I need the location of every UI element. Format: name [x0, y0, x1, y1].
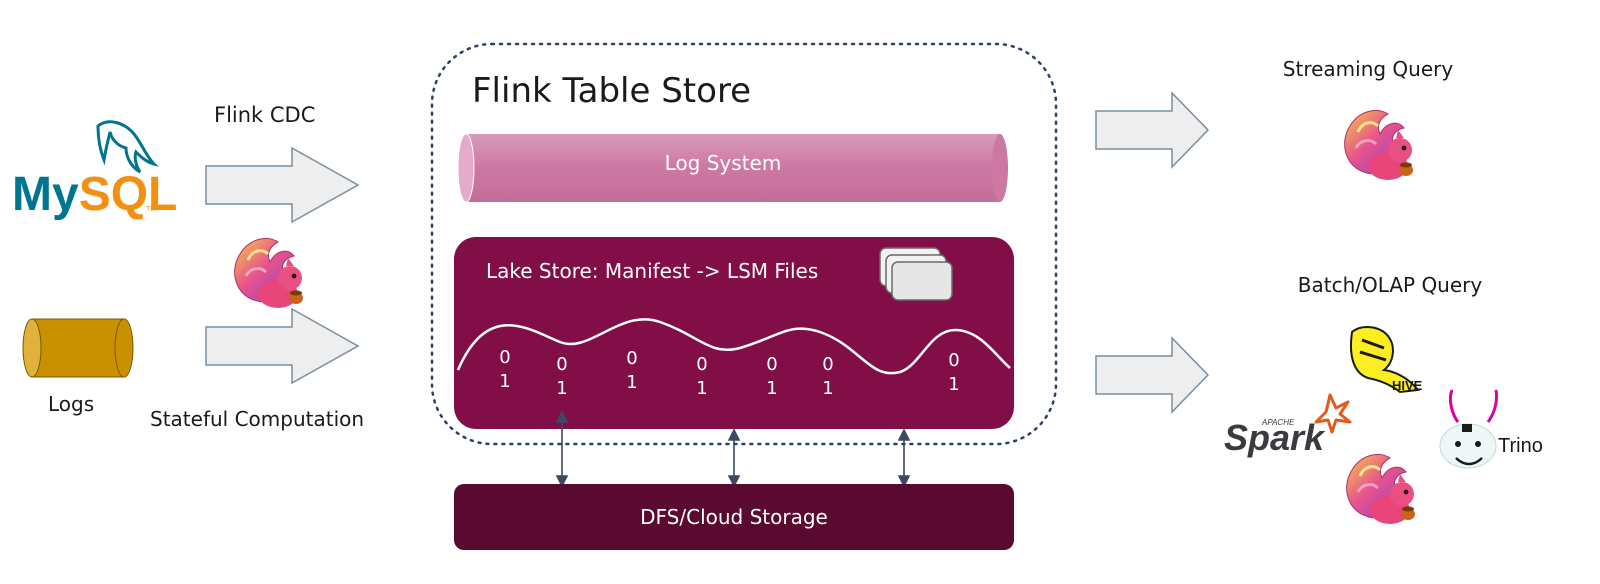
bit-bottom: 1: [822, 378, 833, 399]
bit-bottom: 1: [696, 378, 707, 399]
flink-squirrel-icon: [1343, 108, 1415, 182]
bit-top: 0: [626, 348, 637, 369]
svg-text:Spark: Spark: [1224, 417, 1326, 458]
table-store-title: Flink Table Store: [472, 71, 751, 111]
hive-logo: HIVE: [1350, 326, 1423, 394]
dfs-cloud-storage-label: DFS/Cloud Storage: [640, 505, 828, 529]
bit-bottom: 1: [766, 378, 777, 399]
flink-squirrel-icon: [1345, 452, 1417, 526]
streaming-arrow: [1095, 91, 1210, 169]
bit-bottom: 1: [499, 371, 510, 392]
lake-store-box: [454, 237, 1014, 429]
stateful-arrow: [205, 307, 360, 385]
bit-top: 0: [948, 350, 959, 371]
logs-label: Logs: [48, 392, 94, 416]
svg-text:TM: TM: [146, 206, 156, 213]
trino-logo: Trino: [1439, 389, 1543, 469]
streaming-query-label: Streaming Query: [1283, 57, 1454, 81]
files-stack-icon: [879, 247, 953, 301]
flink-squirrel-icon: [233, 236, 305, 310]
spark-star-icon: [1314, 393, 1352, 434]
table-store-boundary: [430, 42, 1058, 446]
dolphin-icon: [96, 120, 159, 174]
svg-text:MySQL: MySQL: [12, 168, 177, 221]
cdc-arrow: [205, 146, 360, 224]
batch-arrow: [1095, 336, 1210, 414]
logs-cylinder-icon: [22, 318, 134, 378]
svg-text:HIVE: HIVE: [1392, 378, 1423, 393]
dfs-cloud-storage-box: [454, 484, 1014, 550]
lake-store-label: Lake Store: Manifest -> LSM Files: [486, 259, 818, 283]
log-system-label: Log System: [665, 151, 782, 175]
bit-top: 0: [822, 354, 833, 375]
spark-logo: APACHE Spark: [1224, 393, 1352, 458]
svg-text:APACHE: APACHE: [1261, 418, 1295, 427]
storage-connectors: [555, 410, 911, 488]
bit-top: 0: [766, 354, 777, 375]
svg-text:Trino: Trino: [1498, 435, 1543, 457]
trino-bunny-icon: [1448, 389, 1498, 423]
bit-top: 0: [696, 354, 707, 375]
lsm-bits: 0 1 0 1 0 1 0 1 0 1 0 1 0 1: [499, 347, 959, 399]
mysql-logo: MySQL TM: [12, 120, 177, 221]
batch-olap-query-label: Batch/OLAP Query: [1298, 273, 1483, 297]
stateful-computation-label: Stateful Computation: [150, 407, 364, 431]
lsm-wave: [456, 318, 1011, 375]
bit-top: 0: [556, 354, 567, 375]
bit-bottom: 1: [626, 372, 637, 393]
flink-cdc-label: Flink CDC: [214, 103, 315, 127]
bit-top: 0: [499, 347, 510, 368]
bit-bottom: 1: [948, 374, 959, 395]
bit-bottom: 1: [556, 378, 567, 399]
log-system-cylinder: [457, 133, 1008, 203]
